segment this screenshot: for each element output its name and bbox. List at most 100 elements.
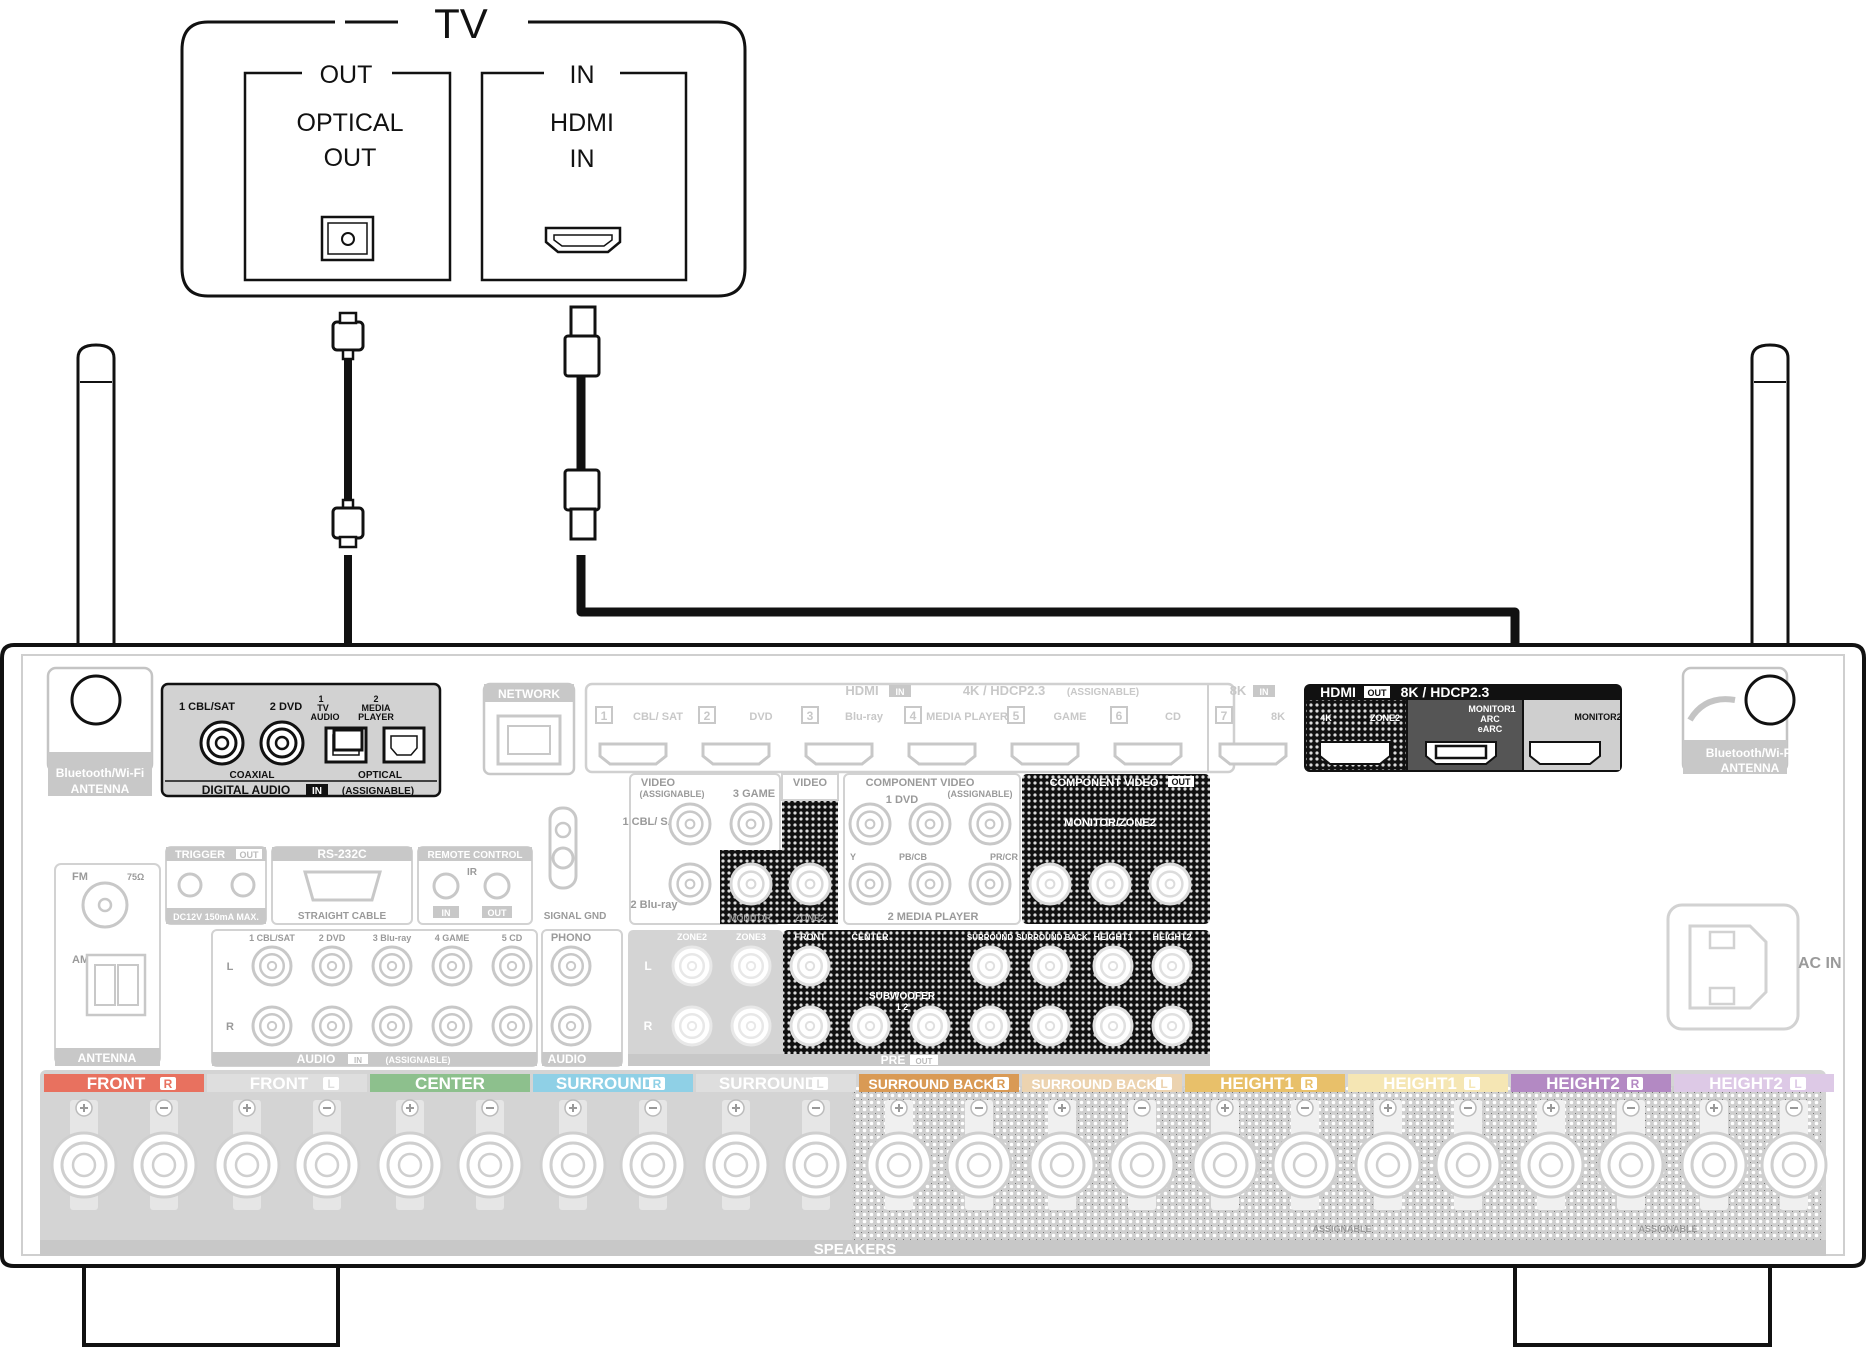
pre-zone-l-jack[interactable] — [671, 945, 713, 987]
speaker-terminal-plus[interactable] — [865, 1099, 933, 1210]
component-in-media-jack[interactable] — [968, 862, 1012, 906]
remote-control-label: REMOTE CONTROL — [428, 850, 523, 861]
speaker-terminal-minus[interactable] — [1597, 1099, 1665, 1210]
network-port[interactable]: NETWORK — [482, 682, 576, 776]
audio-in-r-jack[interactable] — [311, 1005, 353, 1047]
audio-in-l-jack[interactable] — [491, 945, 533, 987]
speaker-terminal-minus[interactable] — [1760, 1099, 1828, 1210]
audio-in-l-jack[interactable] — [311, 945, 353, 987]
speaker-terminal-plus[interactable] — [50, 1099, 118, 1210]
speaker-terminal-plus[interactable] — [1517, 1099, 1585, 1210]
pre-zone-r-jack[interactable] — [671, 1005, 713, 1047]
hdmi-socket[interactable] — [1113, 742, 1183, 766]
pre-out-l-jack[interactable] — [1092, 945, 1134, 987]
speaker-terminal-minus[interactable] — [945, 1099, 1013, 1210]
coaxial-jack-1[interactable] — [199, 720, 245, 766]
rs232c-port[interactable] — [303, 870, 382, 902]
component-out-jack[interactable] — [1028, 862, 1072, 906]
subwoofer-2-jack[interactable] — [909, 1005, 951, 1047]
speaker-terminal-plus[interactable] — [1354, 1099, 1422, 1210]
pre-out-r-jack[interactable] — [1029, 1005, 1071, 1047]
hdmi-socket[interactable] — [1218, 742, 1288, 766]
pre-out-l-jack[interactable] — [1029, 945, 1071, 987]
optical-jack-media-player[interactable] — [382, 726, 426, 764]
component-out-jack[interactable] — [1088, 862, 1132, 906]
component-out-jack[interactable] — [1148, 862, 1192, 906]
speaker-terminal-plus[interactable] — [213, 1099, 281, 1210]
hdmi-socket[interactable] — [598, 742, 668, 766]
fm-ohm-label: 75Ω — [127, 872, 144, 882]
speaker-side-tag: R — [164, 1077, 173, 1091]
hdmi-out-zone2-port[interactable] — [1319, 741, 1391, 765]
pre-zone-r-jack[interactable] — [730, 1005, 772, 1047]
audio-in-r-jack[interactable] — [491, 1005, 533, 1047]
speaker-channel-label: HEIGHT2 — [1709, 1074, 1783, 1093]
component-in-media-jack[interactable] — [908, 862, 952, 906]
coaxial-jack-2[interactable] — [259, 720, 305, 766]
hdmi-socket[interactable] — [701, 742, 771, 766]
pre-out-r-jack[interactable] — [789, 1005, 831, 1047]
video-in-jack-3[interactable] — [729, 802, 773, 846]
speaker-terminal-plus[interactable] — [1191, 1099, 1259, 1210]
audio-in-l-jack[interactable] — [431, 945, 473, 987]
speaker-terminal-minus[interactable] — [782, 1099, 850, 1210]
tv-optical-port[interactable] — [320, 215, 375, 262]
speaker-terminal-minus[interactable] — [130, 1099, 198, 1210]
pre-out-l-jack[interactable] — [1151, 945, 1193, 987]
pre-zone-l-jack[interactable] — [730, 945, 772, 987]
speaker-terminal-minus[interactable] — [293, 1099, 361, 1210]
hdmi-socket[interactable] — [1010, 742, 1080, 766]
hdmi-socket[interactable] — [804, 742, 874, 766]
video-in-jack-2[interactable] — [668, 862, 712, 906]
hdmi-out-zone2-label: ZONE2 — [1370, 713, 1400, 723]
speaker-terminal-minus[interactable] — [1434, 1099, 1502, 1210]
speaker-terminal-plus[interactable] — [702, 1099, 770, 1210]
video-in-jack-1[interactable] — [668, 802, 712, 846]
tv-hdmi-port[interactable] — [544, 226, 622, 254]
component-in-dvd-jack[interactable] — [968, 802, 1012, 846]
audio-in-l-jack[interactable] — [371, 945, 413, 987]
hdmi-socket[interactable] — [907, 742, 977, 766]
pre-out-l-jack[interactable] — [789, 945, 831, 987]
hdmi-out-monitor2-port[interactable] — [1529, 741, 1601, 765]
pre-out-r-jack[interactable] — [1092, 1005, 1134, 1047]
audio-in-r-jack[interactable] — [371, 1005, 413, 1047]
subwoofer-1-jack[interactable] — [849, 1005, 891, 1047]
pre-out-r-jack[interactable] — [1151, 1005, 1193, 1047]
video-out-zone2-jack[interactable] — [788, 862, 832, 906]
component-in-dvd-jack[interactable] — [848, 802, 892, 846]
audio-in-r-jack[interactable] — [251, 1005, 293, 1047]
speaker-terminal-minus[interactable] — [1108, 1099, 1176, 1210]
audio-in-l-jack[interactable] — [251, 945, 293, 987]
component-in-media-jack[interactable] — [848, 862, 892, 906]
speaker-channel-label: SURROUND — [719, 1074, 817, 1093]
audio-in-r-jack[interactable] — [431, 1005, 473, 1047]
phono-l-jack[interactable] — [550, 945, 592, 987]
component-in-dvd-jack[interactable] — [908, 802, 952, 846]
speaker-terminal-minus[interactable] — [619, 1099, 687, 1210]
speaker-terminal-plus[interactable] — [1028, 1099, 1096, 1210]
speaker-terminal-plus[interactable] — [539, 1099, 607, 1210]
ac-inlet[interactable] — [1666, 903, 1800, 1031]
speaker-terminal-minus[interactable] — [456, 1099, 524, 1210]
rs232c-label: RS-232C — [317, 847, 367, 861]
speaker-terminal-plus[interactable] — [376, 1099, 444, 1210]
fm-antenna-jack[interactable] — [81, 881, 129, 929]
am-antenna-terminal[interactable] — [85, 953, 147, 1017]
speaker-terminal-minus[interactable] — [1271, 1099, 1339, 1210]
speaker-terminal-plus[interactable] — [1680, 1099, 1748, 1210]
video-out-monitor-jack[interactable] — [729, 862, 773, 906]
pre-out-r-jack[interactable] — [969, 1005, 1011, 1047]
pre-out-l-jack[interactable] — [969, 945, 1011, 987]
phono-r-jack[interactable] — [550, 1005, 592, 1047]
